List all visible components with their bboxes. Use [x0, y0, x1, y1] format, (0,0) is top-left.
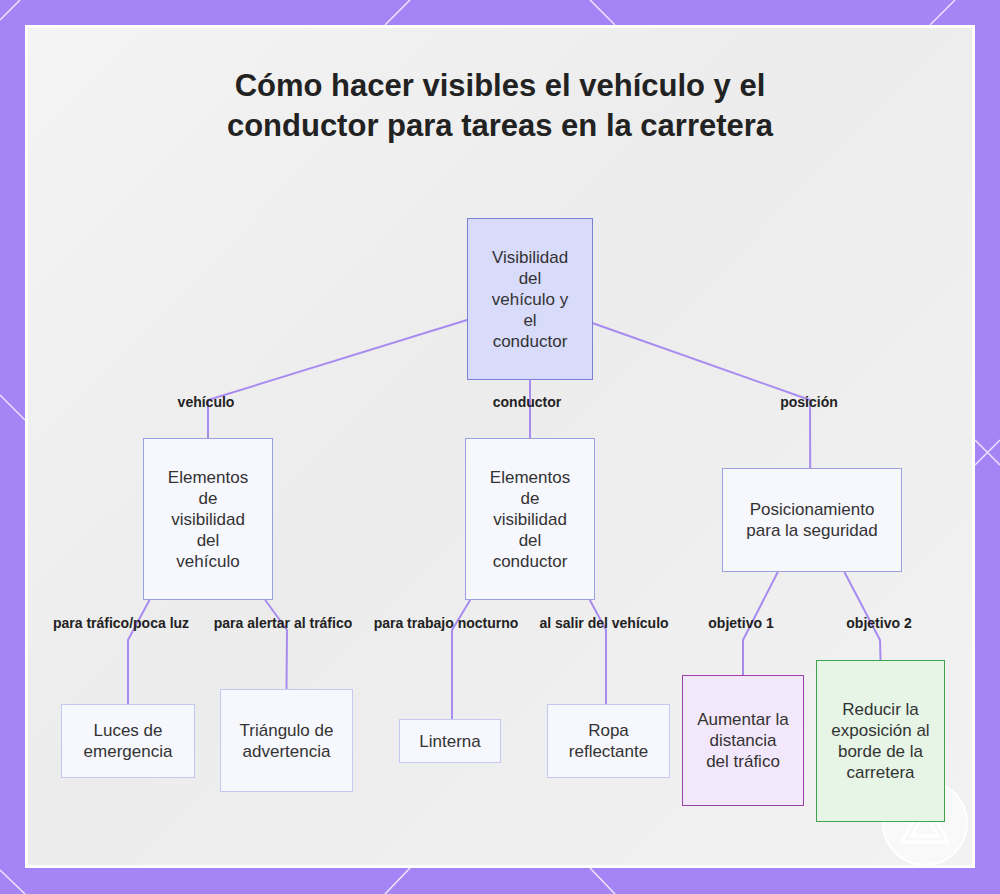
category-box: Elementos de visibilidad del conductor — [465, 438, 595, 600]
edge-label: para tráfico/poca luz — [53, 615, 189, 631]
item-box: Luces de emergencia — [61, 704, 195, 778]
node-text: Posicionamiento para la seguridad — [737, 499, 887, 541]
connector-line — [265, 600, 287, 689]
item-box: Ropa reflectante — [547, 704, 670, 778]
edge-label: al salir del vehículo — [539, 615, 668, 631]
root-topic: Visibilidad del vehículo y el conductor — [467, 218, 593, 380]
node-text: Elementos de visibilidad del vehículo — [164, 467, 252, 572]
item-box: Linterna — [399, 719, 501, 763]
diagram-title: Cómo hacer visibles el vehículo y el con… — [200, 66, 800, 146]
category-box: Posicionamiento para la seguridad — [722, 468, 902, 572]
node-text: Aumentar la distancia del tráfico — [697, 709, 789, 772]
connector-line — [593, 323, 810, 468]
edge-label: posición — [780, 394, 838, 410]
node-text: Reducir la exposición al borde de la car… — [827, 699, 934, 783]
goal-box: Aumentar la distancia del tráfico — [682, 675, 804, 806]
node-text: Triángulo de advertencia — [235, 720, 338, 762]
edge-label: objetivo 1 — [708, 615, 773, 631]
edge-label: para trabajo nocturno — [374, 615, 519, 631]
connector-line — [208, 320, 467, 438]
node-text: Elementos de visibilidad del conductor — [486, 467, 574, 572]
edge-label: para alertar al tráfico — [214, 615, 353, 631]
node-text: Luces de emergencia — [72, 720, 184, 762]
item-box: Triángulo de advertencia — [220, 689, 353, 792]
node-text: Ropa reflectante — [558, 720, 659, 762]
node-text: Linterna — [419, 731, 480, 752]
category-box: Elementos de visibilidad del vehículo — [143, 438, 273, 600]
edge-label: conductor — [493, 394, 561, 410]
goal-box: Reducir la exposición al borde de la car… — [816, 660, 945, 822]
edge-label: objetivo 2 — [846, 615, 911, 631]
node-text: Visibilidad del vehículo y el conductor — [486, 247, 574, 352]
edge-label: vehículo — [178, 394, 235, 410]
